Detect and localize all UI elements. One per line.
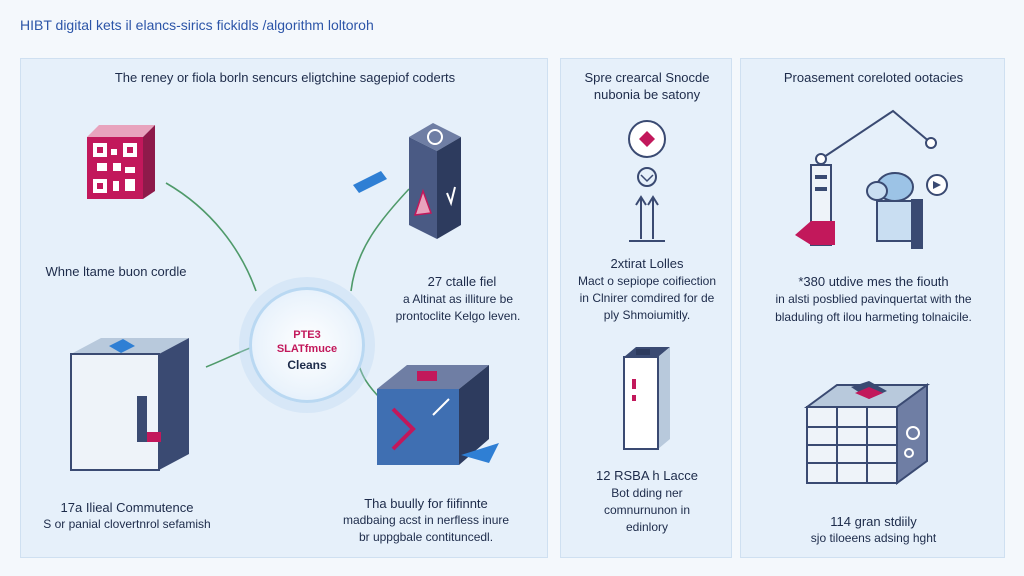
node-description: ply Shmoiumitly. [603, 308, 691, 322]
panel-process: Spre crearcal Snocde nubonia be satony 2… [560, 58, 732, 558]
node-description: in alsti posblied pavinquertat with the [775, 292, 972, 306]
storage-box-icon [70, 338, 189, 471]
hub-line-1: PTE3 [293, 329, 321, 341]
central-hub: PTE3 SLATfmuce Cleans [249, 287, 365, 403]
panel-title: The reney or fiola borln sencurs eligtch… [114, 70, 456, 85]
node-label: 17a Ilieal Commutence [60, 500, 194, 515]
node-description: edinlory [625, 520, 669, 534]
node-description: Mact o sepiope coifiection [577, 274, 717, 288]
node-description: comnurnunon in [603, 503, 691, 517]
node-description: Bot dding ner [611, 486, 683, 500]
panel-title: nubonia be satony [593, 87, 701, 102]
hub-line-3: Cleans [287, 358, 327, 372]
panel-title: Spre crearcal Snocde [584, 70, 710, 85]
qr-code-cube-icon [87, 125, 155, 199]
node-label: *380 utdive mes the fiouth [798, 274, 949, 289]
page-title: HIBT digital kets il elancs-sirics ficki… [20, 17, 374, 33]
node-description: br uppgbale contituncedl. [358, 530, 494, 544]
node-description: sjo tiloeens adsing hght [810, 531, 937, 545]
hub-line-2: SLATfmuce [276, 343, 338, 355]
node-label: 114 gran stdiily [830, 514, 917, 529]
node-description: madbaing acst in nerfless inure [342, 513, 510, 527]
node-label: Tha buully for fiifinnte [364, 496, 488, 511]
node-description: S or panial clovertnrol sefamish [43, 517, 211, 531]
node-label: 2xtirat Lolles [610, 256, 684, 271]
server-tower-icon [623, 347, 670, 450]
node-label: 12 RSBA h Lacce [596, 468, 698, 483]
ai-chip-cube-icon [377, 365, 499, 465]
node-label: Whne ltame buon cordle [45, 264, 187, 279]
node-description: in Clnirer comdired for de [579, 291, 715, 305]
lab-apparatus-icon [795, 109, 948, 249]
panel-results: Proasement coreloted ootacies *380 utdiv… [740, 58, 1005, 558]
node-label: 27 ctalle fiel [427, 274, 497, 289]
node-description: prontoclite Kelgo leven. [395, 309, 521, 323]
node-description: a Altinat as illiture be [402, 292, 514, 306]
data-table-cube-icon [803, 381, 931, 485]
node-description: bladuling oft ilou harmeting tolnaicile. [775, 310, 972, 324]
process-flow-icon [628, 120, 666, 242]
secure-cube-icon [353, 123, 461, 239]
panel-overview: The reney or fiola borln sencurs eligtch… [20, 58, 548, 558]
panel-title: Proasement coreloted ootacies [783, 70, 964, 85]
